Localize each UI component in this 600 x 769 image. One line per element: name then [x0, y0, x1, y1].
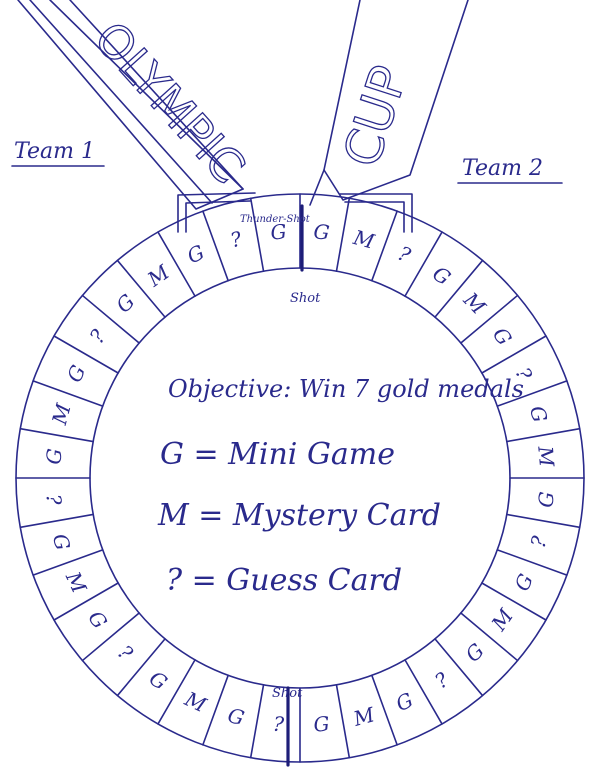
board-space-mystery-card: M [180, 686, 210, 717]
board-space-mini-game: G [533, 491, 558, 509]
board-space-guess-card: ? [85, 325, 111, 348]
board-space-mystery-card: M [486, 604, 518, 636]
legend-objective: Objective: Win 7 gold medals [168, 375, 524, 403]
space-divider [53, 582, 119, 621]
right-ribbon: CUP [309, 0, 469, 206]
space-divider [371, 674, 398, 746]
space-divider [460, 612, 519, 662]
board-space-mystery-card: M [533, 444, 559, 468]
board-space-mini-game: G [83, 606, 112, 633]
medal-clasp [177, 192, 413, 233]
board-space-mini-game: G [145, 666, 172, 695]
space-divider [32, 380, 104, 407]
space-divider [506, 513, 581, 529]
board-space-mini-game: G [48, 531, 75, 553]
space-divider [249, 197, 265, 272]
ribbon-right-text: CUP [332, 59, 419, 174]
board-space-mini-game: G [62, 361, 91, 386]
board-space-mini-game: G [428, 261, 455, 290]
board-space-mini-game: G [111, 289, 139, 317]
board-space-guess-card: ? [228, 226, 245, 252]
space-divider [116, 638, 166, 697]
board-space-mini-game: G [313, 711, 331, 736]
thunder-shot-label: Thunder-Shot [240, 214, 311, 225]
board-space-guess-card: ? [42, 493, 67, 506]
space-divider [496, 380, 568, 407]
team-2-label: Team 2 [462, 156, 543, 181]
board-space-mini-game: G [488, 323, 517, 350]
board-space-mini-game: G [461, 639, 489, 667]
ribbon-left-text: OLYMPIC [84, 11, 256, 193]
team-1-label: Team 1 [14, 139, 95, 164]
board-space-mini-game: G [183, 240, 208, 269]
board-space-guess-card: ? [526, 533, 552, 550]
board-space-mini-game: G [313, 219, 331, 244]
space-divider [371, 210, 398, 282]
space-divider [481, 582, 547, 621]
board-space-mystery-card: M [47, 401, 76, 428]
board-space-mini-game: G [41, 447, 66, 465]
board-space-mini-game: G [269, 219, 287, 244]
space-divider [404, 659, 443, 725]
space-divider [335, 197, 351, 272]
board-space-mystery-card: M [350, 702, 377, 731]
space-divider [202, 674, 229, 746]
shot-bottom-label: Shot [272, 686, 303, 701]
space-divider [53, 335, 119, 374]
medal-outer-ring [15, 193, 585, 763]
space-divider [434, 259, 484, 318]
space-divider [81, 294, 140, 344]
board-space-mini-game: G [392, 688, 417, 717]
board-space-guess-card: ? [430, 667, 453, 693]
legend-g-line: G = Mini Game [160, 437, 395, 472]
board-space-mini-game: G [525, 403, 552, 425]
space-divider [335, 684, 351, 759]
space-divider [404, 231, 443, 297]
space-divider [460, 294, 519, 344]
legend-q-line: ? = Guess Card [166, 563, 402, 598]
legend-m-line: M = Mystery Card [157, 498, 441, 533]
board-space-guess-card: ? [394, 241, 414, 267]
space-divider [202, 210, 229, 282]
left-ribbon: OLYMPIC [17, 0, 256, 210]
space-divider [249, 684, 265, 759]
space-divider [434, 638, 484, 697]
space-divider [19, 513, 94, 529]
legend: Objective: Win 7 gold medals G = Mini Ga… [157, 375, 524, 598]
space-divider [32, 549, 104, 576]
board-space-guess-card: ? [113, 640, 138, 665]
board-space-mini-game: G [510, 570, 539, 595]
space-divider [157, 659, 196, 725]
medal-inner-ring [89, 267, 511, 689]
board-space-mystery-card: M [458, 287, 491, 320]
space-divider [496, 549, 568, 576]
space-divider [506, 427, 581, 443]
board-space-mystery-card: M [142, 260, 174, 292]
board-space-mystery-card: M [61, 567, 92, 597]
space-divider [81, 612, 140, 662]
shot-top-label: Shot [290, 291, 321, 306]
space-divider [157, 231, 196, 297]
space-divider [19, 427, 94, 443]
board-space-mystery-card: M [350, 225, 377, 254]
space-divider [116, 259, 166, 318]
board-space-guess-card: ? [272, 712, 285, 737]
space-divider [481, 335, 547, 374]
board-space-mini-game: G [225, 703, 247, 730]
